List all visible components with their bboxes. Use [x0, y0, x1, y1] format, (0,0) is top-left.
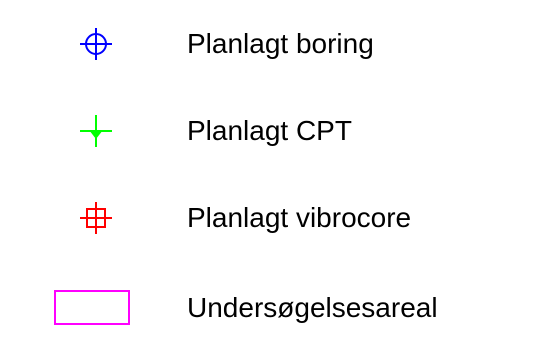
legend-item-planned-vibrocore: Planlagt vibrocore: [0, 193, 556, 243]
cpt-cross-triangle-icon: [40, 106, 150, 156]
legend-item-planned-boring: Planlagt boring: [0, 19, 556, 69]
crosshair-circle-icon: [40, 19, 150, 69]
legend-label-planned-boring: Planlagt boring: [187, 28, 374, 59]
legend-label-planned-vibrocore: Planlagt vibrocore: [187, 202, 412, 233]
legend-label-planned-cpt: Planlagt CPT: [187, 115, 352, 146]
legend-item-survey-area: Undersøgelsesareal: [0, 283, 556, 333]
area-rectangle-icon: [40, 283, 150, 333]
legend-item-planned-cpt: Planlagt CPT: [0, 106, 556, 156]
legend-label-survey-area: Undersøgelsesareal: [187, 292, 438, 323]
crosshair-square-icon: [40, 193, 150, 243]
